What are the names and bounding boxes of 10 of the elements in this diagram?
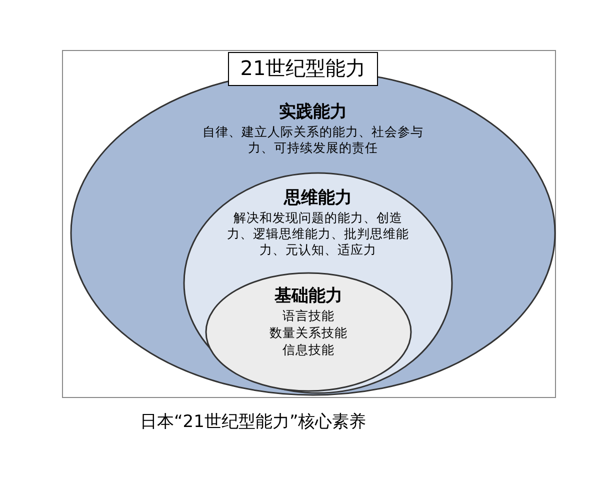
- body-text: 自律、建立人际关系的能力、社会参与力、可持续发展的责任: [202, 124, 424, 156]
- body-text: 语言技能: [282, 308, 336, 324]
- caption: 日本“21世纪型能力”核心素养: [140, 411, 366, 433]
- heading: 基础能力: [274, 285, 344, 307]
- body-text: 数量关系技能: [268, 325, 348, 341]
- title-box: 21世纪型能力: [228, 52, 378, 86]
- body-text: 解决和发现问题的能力、创造力、逻辑思维能力、批判思维能力、元认知、适应力: [226, 210, 410, 258]
- body-text: 信息技能: [282, 342, 336, 358]
- heading: 思维能力: [282, 187, 353, 209]
- heading: 实践能力: [278, 101, 348, 123]
